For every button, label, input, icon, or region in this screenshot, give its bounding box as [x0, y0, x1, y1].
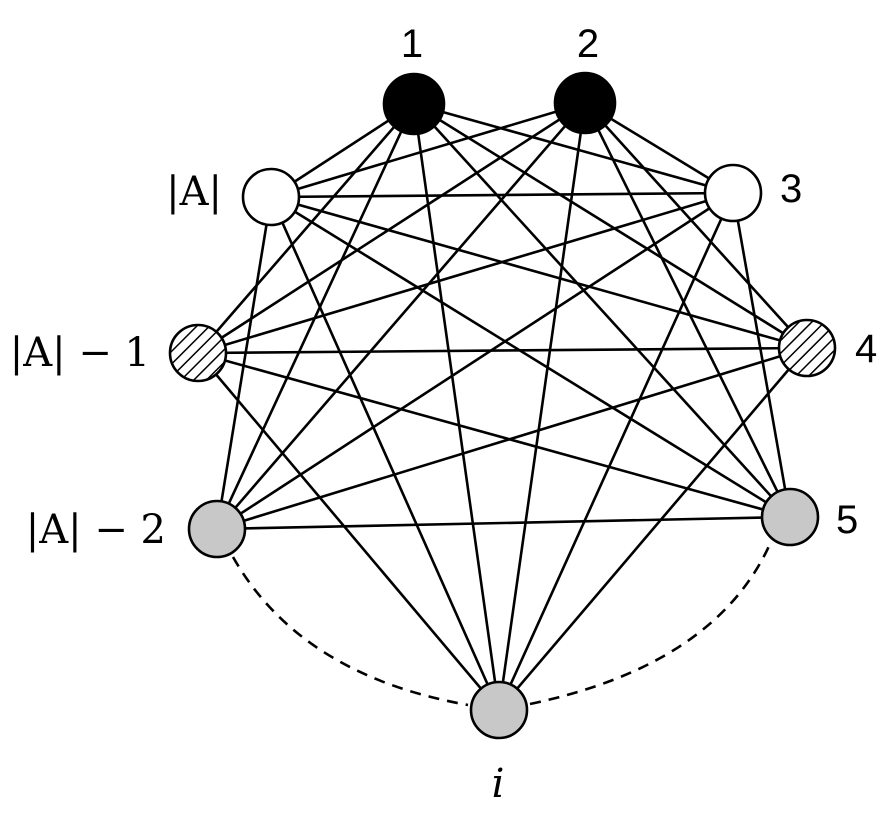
node-nA2 — [187, 499, 247, 559]
node-nA — [241, 167, 301, 227]
edge-n3-nA — [270, 191, 734, 199]
edge-n1-n3 — [413, 102, 734, 195]
edge-n4-ni — [498, 347, 808, 711]
edge-nA2-nA — [215, 196, 273, 530]
dashed-arc-left — [231, 556, 469, 707]
edges-layer — [197, 101, 808, 711]
node-nA1 — [168, 323, 228, 383]
node-label-i: i — [492, 761, 505, 807]
node-label-4: 4 — [855, 327, 877, 371]
node-label-2: 2 — [577, 22, 599, 66]
edge-ni-nA1 — [197, 352, 500, 711]
edge-n2-ni — [497, 102, 587, 711]
node-label-3: 3 — [780, 167, 802, 211]
edge-n1-nA1 — [197, 103, 415, 354]
edge-n2-n4 — [584, 102, 808, 349]
edge-n1-nA2 — [215, 103, 416, 530]
edge-n2-nA1 — [197, 101, 586, 355]
edge-n3-nA2 — [216, 191, 734, 531]
edge-n3-n5 — [731, 192, 792, 518]
node-ni — [469, 680, 529, 740]
node-label-A-minus-2: |A| − 2 — [26, 507, 166, 553]
node-n1 — [382, 72, 446, 136]
edge-n5-nA2 — [216, 515, 791, 531]
dashed-edges-layer — [231, 543, 772, 707]
nodes-layer — [168, 71, 837, 740]
edge-n3-ni — [497, 192, 735, 711]
dashed-arc-right — [529, 543, 772, 706]
edge-n2-nA — [270, 101, 586, 199]
edge-n2-n5 — [583, 102, 792, 518]
edge-ni-nA — [269, 196, 501, 711]
node-n2 — [553, 71, 617, 135]
node-label-5: 5 — [836, 498, 858, 542]
node-n3 — [703, 163, 763, 223]
edge-n3-nA1 — [197, 191, 734, 355]
edge-n1-n4 — [413, 102, 808, 350]
node-label-A: |A| — [166, 169, 222, 215]
edge-n4-nA — [270, 195, 808, 350]
edge-n4-nA2 — [216, 346, 808, 531]
edge-n2-nA2 — [216, 102, 586, 530]
edge-n4-nA1 — [197, 346, 808, 355]
edge-n5-nA — [270, 195, 791, 519]
node-label-A-minus-1: |A| − 1 — [10, 330, 150, 376]
labels-layer: 1 2 3 4 5 i |A| − 2 |A| − 1 |A| — [10, 22, 877, 807]
node-label-1: 1 — [401, 22, 423, 66]
node-n4 — [777, 318, 837, 378]
node-n5 — [760, 487, 820, 547]
edge-n5-nA1 — [197, 351, 791, 519]
